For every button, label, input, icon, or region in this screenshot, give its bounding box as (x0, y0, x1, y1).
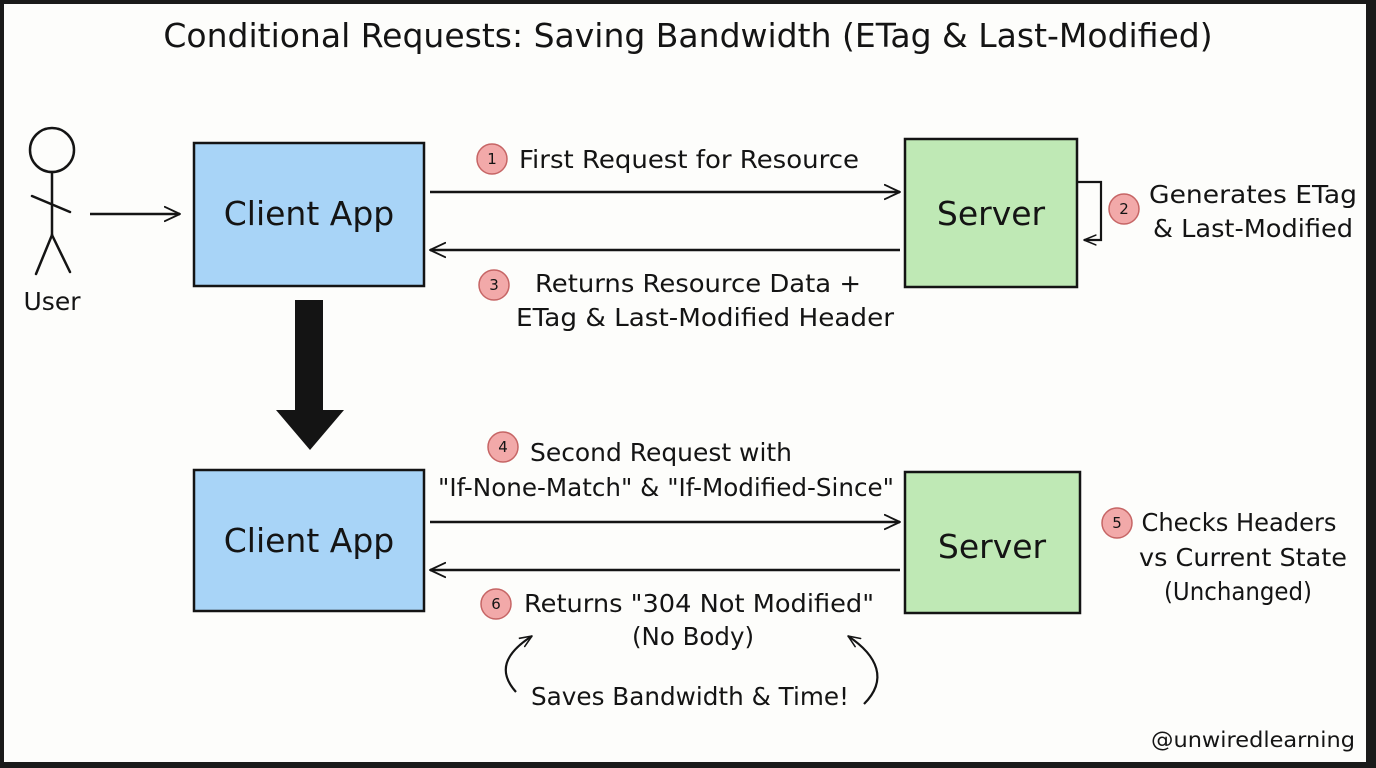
step-4-badge: 4 (487, 431, 519, 463)
svg-text:4: 4 (498, 438, 508, 456)
step-2-badge: 2 (1108, 193, 1140, 225)
client-app-label-top: Client App (224, 194, 395, 233)
step-4-label-line1: Second Request with (530, 438, 792, 467)
step-6-label-line2: (No Body) (632, 622, 754, 651)
user-label: User (24, 287, 82, 316)
svg-text:5: 5 (1112, 514, 1122, 532)
step-2-label-line1: Generates ETag (1149, 180, 1357, 209)
svg-text:1: 1 (487, 150, 497, 168)
svg-text:6: 6 (491, 595, 501, 613)
savings-arrow-right (848, 635, 879, 705)
generate-etag-loop-arrow (1078, 180, 1103, 240)
step-4-label-line2: "If-None-Match" & "If-Modified-Since" (438, 473, 894, 502)
step-1-badge: 1 (476, 143, 508, 175)
step-2-label-line2: & Last-Modified (1153, 214, 1353, 243)
step-5-label-line1: Checks Headers (1142, 508, 1337, 537)
savings-note: Saves Bandwidth & Time! (531, 682, 849, 711)
transition-down-arrow (276, 300, 344, 450)
user-icon (28, 126, 76, 276)
credit-handle: @unwiredlearning (1151, 728, 1355, 752)
step-5-badge: 5 (1101, 507, 1133, 539)
step-6-badge: 6 (480, 588, 512, 620)
server-box-bottom (903, 470, 1082, 615)
client-app-box-bottom (192, 468, 426, 613)
client-app-label-bottom: Client App (224, 521, 395, 560)
step-6-label-line1: Returns "304 Not Modified" (524, 589, 874, 618)
server-label-top: Server (937, 194, 1046, 233)
svg-text:3: 3 (489, 276, 499, 294)
canvas-background (4, 4, 1366, 762)
step-3-badge: 3 (478, 269, 510, 301)
svg-text:2: 2 (1119, 200, 1129, 218)
step-1-label: First Request for Resource (519, 145, 859, 174)
client-app-box-top (192, 141, 426, 288)
server-box-top (903, 137, 1079, 289)
server-label-bottom: Server (938, 527, 1047, 566)
step-3-label-line1: Returns Resource Data + (535, 269, 861, 298)
savings-arrow-left (504, 635, 532, 693)
diagram-title: Conditional Requests: Saving Bandwidth (… (163, 16, 1212, 55)
step-5-label-line3: (Unchanged) (1164, 577, 1312, 606)
step-5-label-line2: vs Current State (1139, 543, 1347, 572)
step-3-label-line2: ETag & Last-Modified Header (516, 303, 895, 332)
